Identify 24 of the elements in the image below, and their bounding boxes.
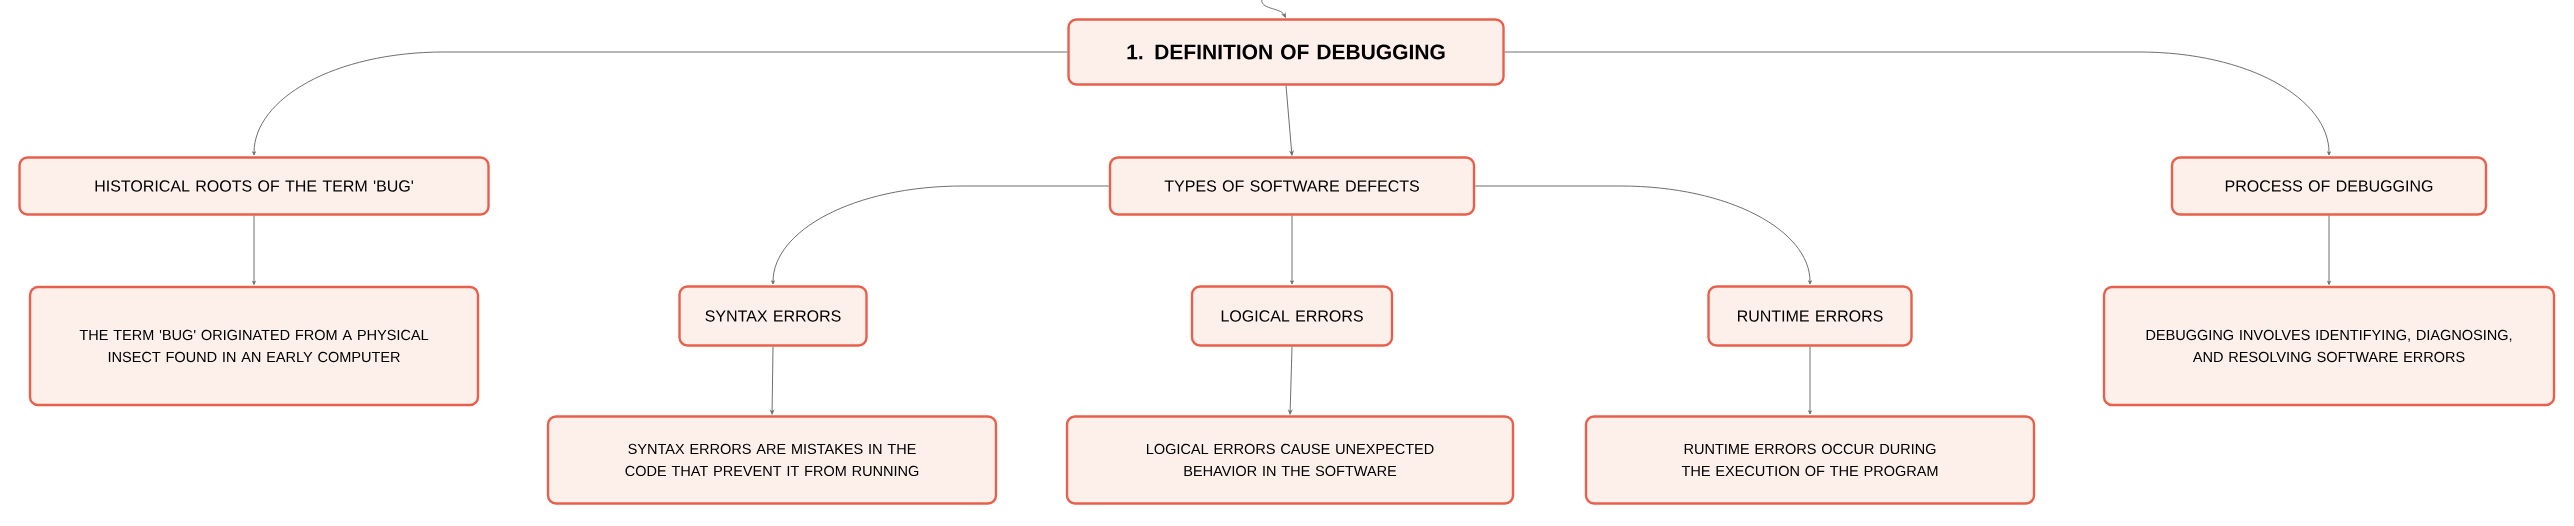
topic-box: SYNTAX ERRORS bbox=[678, 285, 868, 347]
detail-box: SYNTAX ERRORS ARE MISTAKES IN THE CODE THAT PREVENT IT FROM RUNNING bbox=[546, 415, 998, 505]
connector-arrow bbox=[1288, 346, 1293, 415]
connector-arrow bbox=[1290, 215, 1294, 285]
detail-box: THE TERM 'BUG' ORIGINATED FROM A PHYSICAL INSECT FOUND IN AN EARLY COMPUTER bbox=[28, 285, 480, 407]
detail-box: DEBUGGING INVOLVES IDENTIFYING, DIAGNOSING, AND RESOLVING SOFTWARE ERRORS bbox=[2102, 285, 2556, 407]
topic-box: RUNTIME ERRORS bbox=[1707, 285, 1913, 347]
connector-arrow bbox=[252, 215, 256, 285]
detail-box: LOGICAL ERRORS CAUSE UNEXPECTED BEHAVIOR IN THE SOFTWARE bbox=[1065, 415, 1515, 505]
connector-arrow bbox=[1261, 0, 1286, 18]
connector-arrow bbox=[1808, 346, 1812, 415]
connector-arrow bbox=[1504, 51, 2331, 156]
connector-arrow bbox=[770, 346, 774, 415]
topic-box: TYPES OF SOFTWARE DEFECTS bbox=[1108, 156, 1476, 216]
connector-arrow bbox=[2327, 215, 2331, 285]
connector-arrow bbox=[771, 185, 1110, 285]
connector-arrow bbox=[1285, 85, 1294, 156]
central-topic-box: 1. DEFINITION OF DEBUGGING bbox=[1067, 18, 1505, 86]
connector-arrow bbox=[252, 51, 1068, 156]
topic-box: LOGICAL ERRORS bbox=[1190, 285, 1394, 347]
topic-box: HISTORICAL ROOTS OF THE TERM 'BUG' bbox=[18, 156, 490, 216]
connector-arrow bbox=[1474, 185, 1812, 285]
detail-box: RUNTIME ERRORS OCCUR DURING THE EXECUTION OF THE PROGRAM bbox=[1584, 415, 2036, 505]
topic-box: PROCESS OF DEBUGGING bbox=[2170, 156, 2488, 216]
